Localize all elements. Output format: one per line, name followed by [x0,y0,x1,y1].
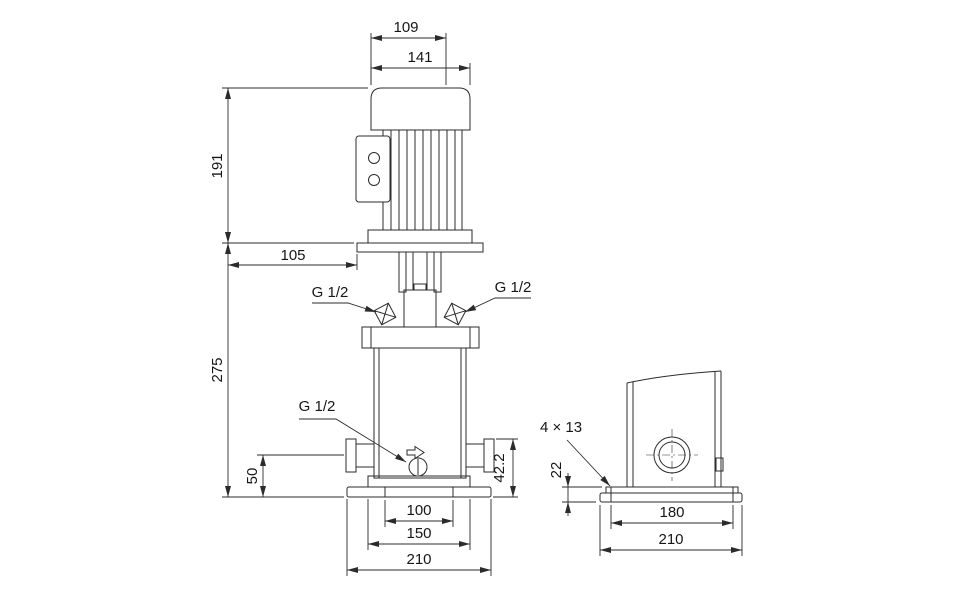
dim-180: 180 [610,504,734,529]
side-sleeve-outer [626,371,722,487]
side-plug [715,457,724,472]
seal-vent [413,283,427,291]
vent-plug-left-icon [373,302,397,326]
dim-191: 191 [209,87,368,244]
motor-flange-upper [367,229,473,244]
side-port-inner [658,441,686,469]
pump-head [361,326,480,349]
dim-210-front: 210 [346,499,492,576]
g-half-right-label: G 1/2 [495,279,532,296]
dim-191-label: 191 [209,153,226,178]
dim-180-label: 180 [659,504,684,521]
label-g-half-drain: G 1/2 [299,398,407,463]
stud-left [398,251,407,293]
label-slot: 4 × 13 [540,419,611,487]
cable-entry-bottom [368,174,380,186]
seal-housing [403,289,437,328]
dim-105-label: 105 [280,247,305,264]
dim-141-label: 141 [407,49,432,66]
cable-entry-top [368,152,380,164]
vent-plug-right-icon [443,302,467,326]
fan-cover [370,87,471,131]
dim-42-2-label: 42.2 [491,453,508,482]
side-sleeve-inner [632,372,716,487]
front-view [345,87,495,498]
side-port-outer [653,436,691,474]
motor-flange-lower [356,242,484,253]
dim-210-side: 210 [599,505,743,556]
side-base [599,486,743,503]
dim-22: 22 [548,462,602,516]
discharge-port [466,438,495,473]
pump-base [346,475,492,498]
dim-42-2: 42.2 [491,438,518,498]
dim-50-label: 50 [244,468,261,485]
dim-275: 275 [209,243,344,498]
side-view [599,370,743,503]
dim-275-label: 275 [209,357,226,382]
dim-22-label: 22 [548,462,565,479]
coupling-section [398,251,442,328]
dim-141: 141 [370,49,471,85]
suction-port [345,438,374,473]
dim-100-label: 100 [406,502,431,519]
label-g-half-left: G 1/2 [312,284,377,313]
stud-right [433,251,442,293]
slot-label: 4 × 13 [540,419,582,436]
flow-arrow-icon [406,445,425,460]
g-half-drain-label: G 1/2 [299,398,336,415]
port-centerlines [646,429,698,481]
dim-50: 50 [244,454,344,497]
g-half-left-label: G 1/2 [312,284,349,301]
dim-210-front-label: 210 [406,551,431,568]
drain-plug [406,445,428,477]
motor [355,87,484,253]
dim-109: 109 [370,19,447,85]
dim-150-label: 150 [406,525,431,542]
dim-150: 150 [367,499,471,550]
dim-105: 105 [228,247,358,270]
label-g-half-right: G 1/2 [464,279,532,313]
cooling-fins [390,130,456,230]
dim-210-side-label: 210 [658,531,683,548]
dim-100: 100 [384,500,454,527]
terminal-box [355,135,391,203]
pump-sleeve [373,347,467,479]
break-line [626,370,722,384]
dim-109-label: 109 [393,19,418,36]
